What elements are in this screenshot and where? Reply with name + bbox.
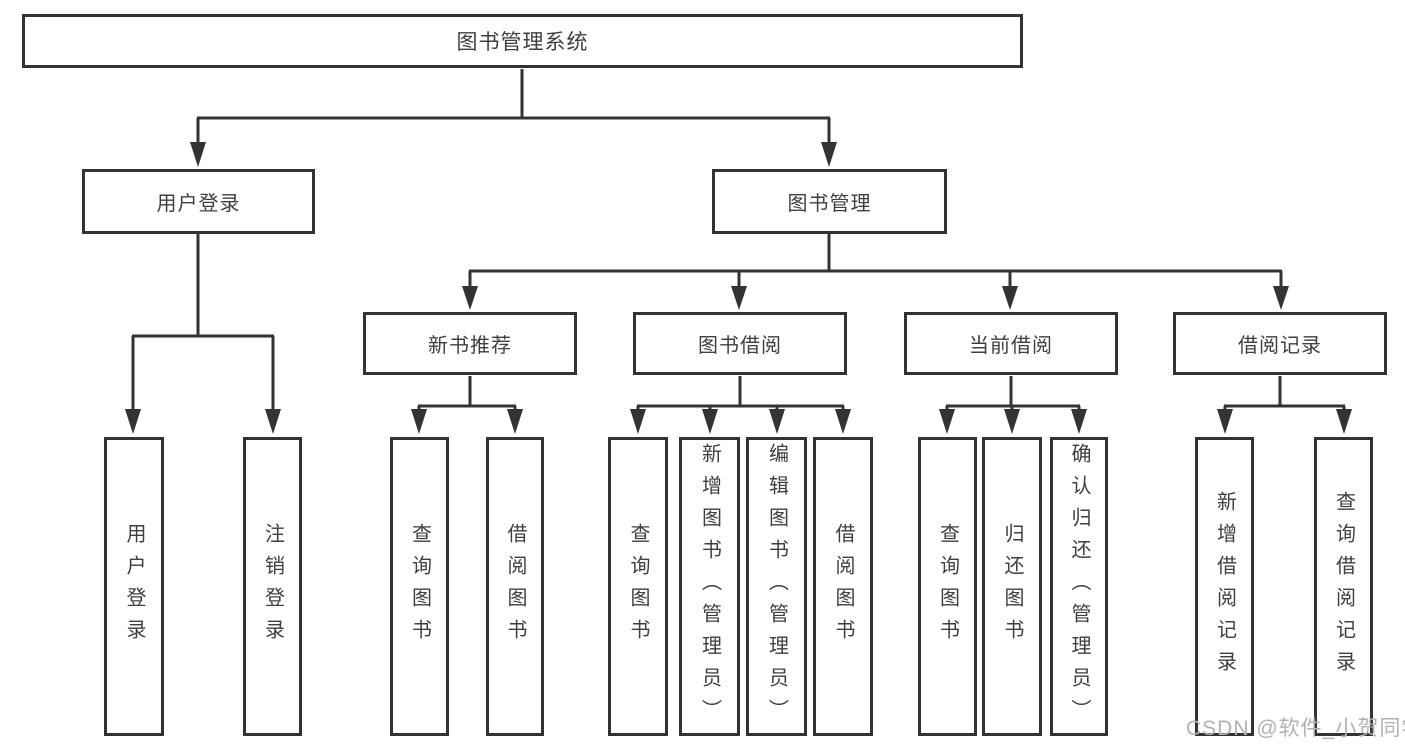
leaf-query-books: 查询图书 bbox=[390, 437, 449, 736]
leaf-label: 新增借阅记录 bbox=[1213, 490, 1236, 683]
node-book-management: 图书管理 bbox=[712, 169, 947, 234]
leaf-label: 查询图书 bbox=[627, 522, 649, 651]
leaf-label: 借阅图书 bbox=[832, 522, 854, 651]
leaf-label: 查询图书 bbox=[936, 522, 959, 651]
leaf-label: 用户登录 bbox=[123, 522, 145, 651]
node-label: 当前借阅 bbox=[969, 335, 1053, 357]
leaf-confirm-return-admin: 确认归还（管理员） bbox=[1050, 437, 1108, 736]
node-borrowing-records: 借阅记录 bbox=[1173, 312, 1387, 375]
leaf-add-borrow-record: 新增借阅记录 bbox=[1195, 437, 1254, 736]
leaf-return-books: 归还图书 bbox=[982, 437, 1042, 736]
leaf-label: 确认归还（管理员） bbox=[1068, 442, 1090, 731]
leaf-add-books-admin: 新增图书（管理员） bbox=[679, 437, 740, 736]
node-library-management-system: 图书管理系统 bbox=[22, 14, 1023, 68]
leaf-label: 新增图书（管理员） bbox=[698, 442, 721, 731]
leaf-label: 注销登录 bbox=[261, 522, 284, 651]
node-book-borrowing: 图书借阅 bbox=[633, 312, 847, 375]
node-label: 图书管理 bbox=[787, 193, 872, 215]
leaf-label: 借阅图书 bbox=[504, 522, 526, 651]
leaf-query-borrow-record: 查询借阅记录 bbox=[1314, 437, 1373, 736]
leaf-label: 查询图书 bbox=[408, 522, 431, 651]
node-current-borrowing: 当前借阅 bbox=[904, 312, 1118, 375]
leaf-label: 编辑图书（管理员） bbox=[765, 442, 788, 731]
leaf-label: 归还图书 bbox=[1001, 522, 1023, 651]
node-new-book-recommendation: 新书推荐 bbox=[363, 312, 577, 375]
leaf-user-login: 用户登录 bbox=[104, 437, 164, 736]
leaf-logout: 注销登录 bbox=[243, 437, 302, 736]
leaf-query-books: 查询图书 bbox=[608, 437, 668, 736]
watermark: CSDN @软件_小贺同学 bbox=[1186, 717, 1405, 740]
leaf-query-books: 查询图书 bbox=[918, 437, 977, 736]
node-label: 用户登录 bbox=[156, 193, 241, 215]
leaf-edit-books-admin: 编辑图书（管理员） bbox=[746, 437, 807, 736]
leaf-label: 查询借阅记录 bbox=[1332, 490, 1355, 683]
node-user-login: 用户登录 bbox=[82, 169, 315, 234]
node-label: 图书管理系统 bbox=[456, 31, 589, 54]
node-label: 新书推荐 bbox=[428, 335, 512, 357]
leaf-borrow-books: 借阅图书 bbox=[486, 437, 544, 736]
node-label: 图书借阅 bbox=[698, 335, 782, 357]
leaf-borrow-books: 借阅图书 bbox=[813, 437, 873, 736]
node-label: 借阅记录 bbox=[1238, 335, 1322, 357]
